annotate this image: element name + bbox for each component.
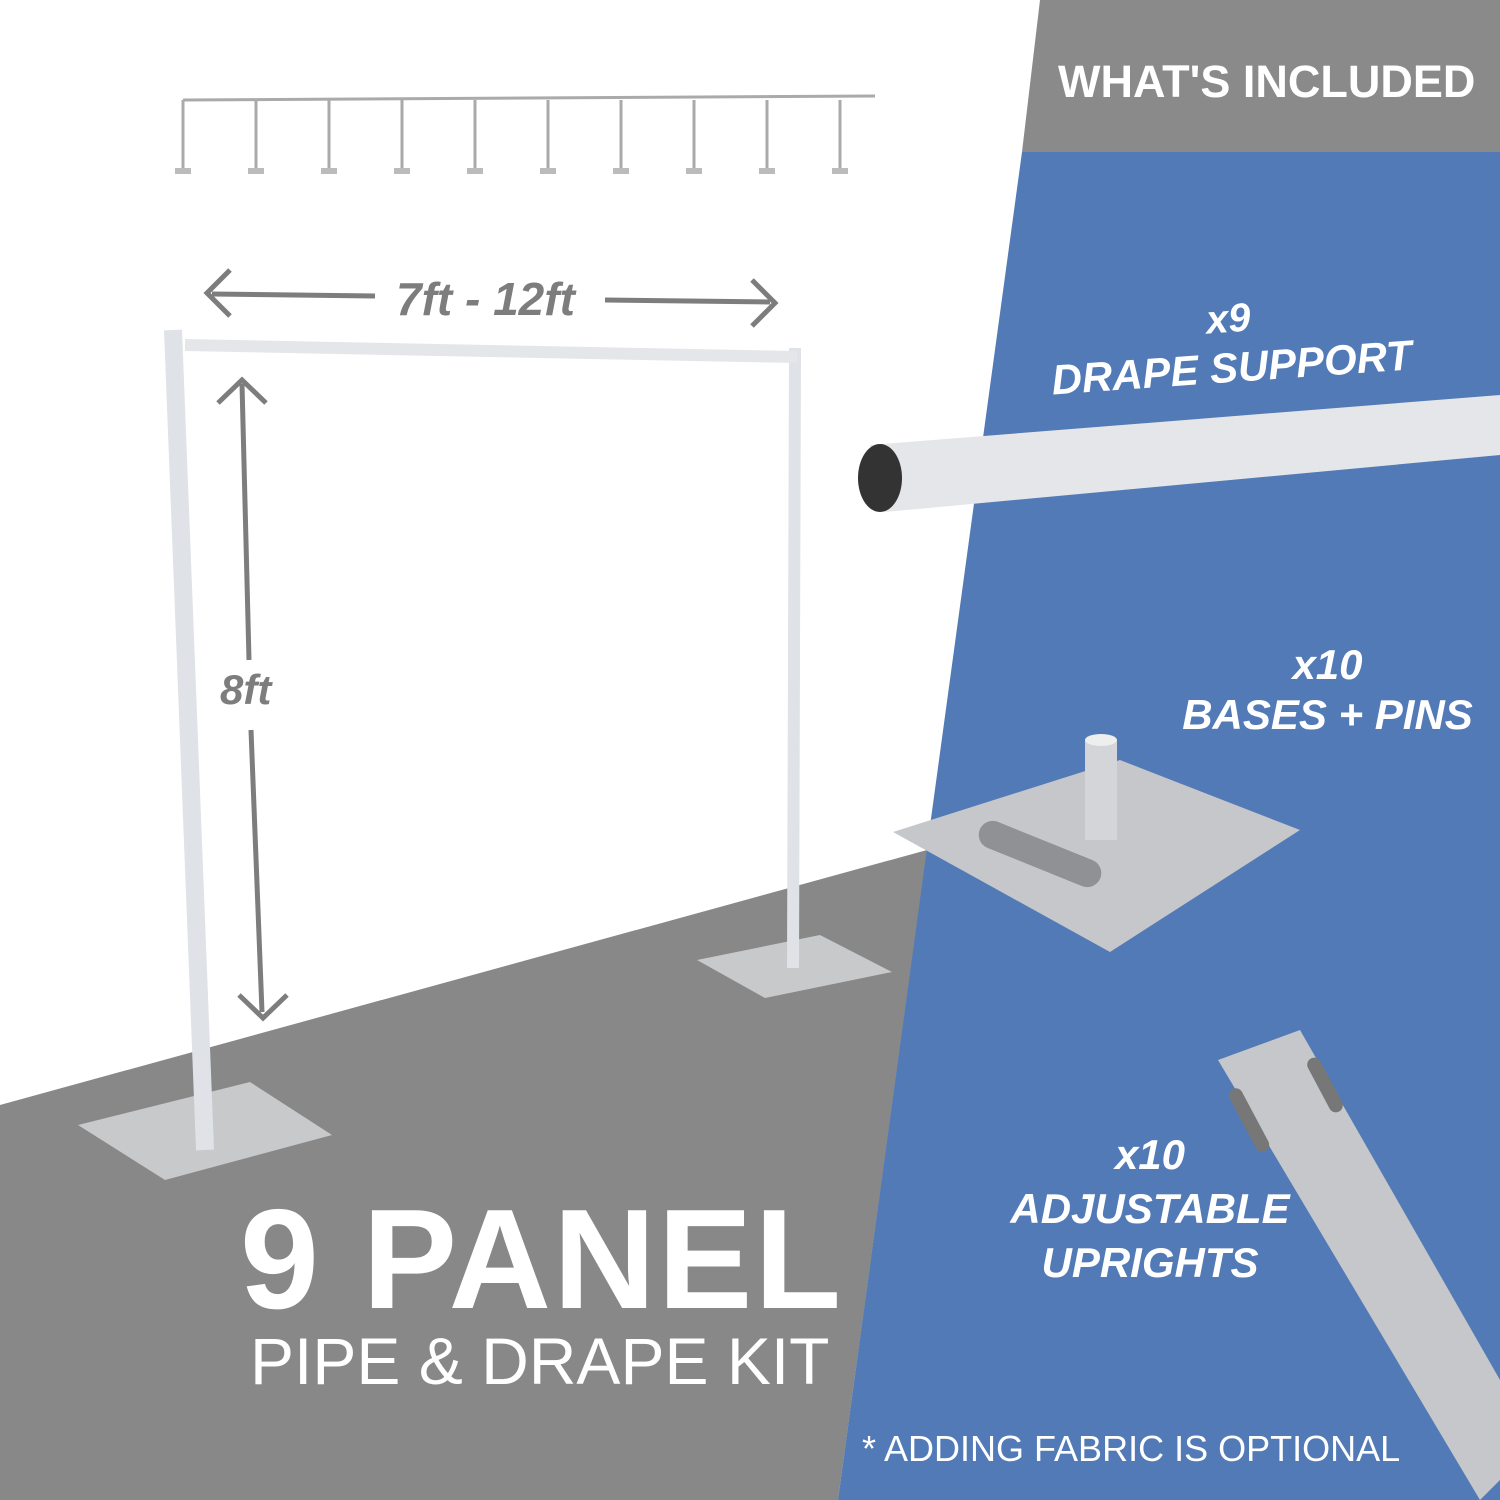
item-qty: x10 xyxy=(1114,1131,1186,1178)
drape-support-image xyxy=(858,395,1500,512)
dimension-arrows xyxy=(203,268,779,1022)
mini-base xyxy=(467,168,483,174)
base-image xyxy=(893,734,1300,952)
mini-base xyxy=(394,168,410,174)
frame-illustration xyxy=(78,329,892,1180)
mini-base xyxy=(832,168,848,174)
header-banner xyxy=(1022,0,1500,152)
item-qty: x10 xyxy=(1292,641,1363,688)
product-subtitle: PIPE & DRAPE KIT xyxy=(250,1324,830,1398)
panel-row-thumbnail xyxy=(175,94,876,174)
product-title: 9 PANEL xyxy=(240,1180,844,1339)
mini-base xyxy=(759,168,775,174)
mini-base xyxy=(540,168,556,174)
item-name-line1: ADJUSTABLE xyxy=(1010,1185,1290,1232)
item-bases: x10 BASES + PINS xyxy=(1170,640,1485,740)
whats-included-heading: WHAT'S INCLUDED xyxy=(1058,56,1476,107)
height-dimension-label: 8ft xyxy=(220,666,272,713)
floor-panel xyxy=(0,850,927,1500)
mini-base xyxy=(613,168,629,174)
item-uprights: x10 ADJUSTABLE UPRIGHTS xyxy=(1000,1128,1300,1290)
footnote: * ADDING FABRIC IS OPTIONAL xyxy=(862,1428,1401,1469)
mini-base xyxy=(175,168,191,174)
item-name: BASES + PINS xyxy=(1182,691,1473,738)
item-name-line2: UPRIGHTS xyxy=(1041,1239,1259,1286)
width-dimension-label: 7ft - 12ft xyxy=(396,273,575,325)
mini-base xyxy=(321,168,337,174)
mini-base xyxy=(686,168,702,174)
upright-image xyxy=(1218,1030,1500,1500)
mini-base xyxy=(248,168,264,174)
